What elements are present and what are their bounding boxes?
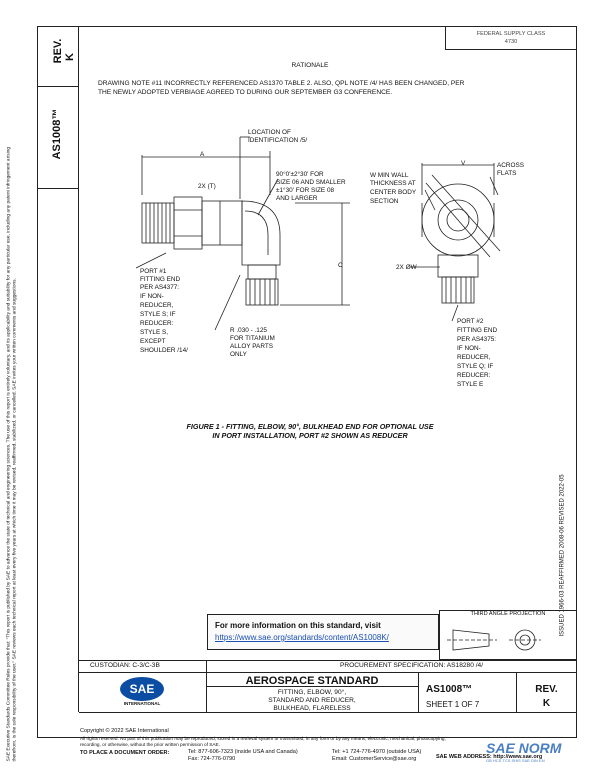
- footer-order-label: TO PLACE A DOCUMENT ORDER:: [80, 750, 170, 756]
- federal-supply-class-box: [445, 26, 577, 50]
- footer-tel-1: Tel: 877-606-7323 (inside USA and Canada…: [188, 749, 298, 755]
- sae-logo-letters: SAE: [130, 682, 155, 696]
- footer-tel-2: Tel: +1 724-776-4970 (outside USA): [332, 749, 422, 755]
- divider: [37, 188, 79, 189]
- port2-line-3: PER AS4375:: [457, 336, 497, 343]
- footer-rights-2: recording, or otherwise, without the pri…: [80, 742, 220, 747]
- port1-line-3: PER AS4377:: [140, 284, 180, 291]
- figure-caption-line-2: IN PORT INSTALLATION, PORT #2 SHOWN AS R…: [212, 431, 408, 440]
- fitting-drawing: [135, 136, 501, 331]
- port1-line-5: REDUCER,: [140, 302, 174, 309]
- divider: [516, 672, 517, 712]
- standard-link[interactable]: https://www.sae.org/standards/content/AS…: [215, 633, 389, 642]
- third-angle-projection-box: [439, 610, 577, 660]
- divider: [206, 672, 207, 712]
- wall-2: THICKNESS AT: [370, 180, 416, 187]
- rationale-line-2: THE NEWLY ADOPTED VERBIAGE AGREED TO DUR…: [98, 89, 393, 96]
- rationale-title: RATIONALE: [291, 62, 329, 69]
- port1-line-2: FITTING END: [140, 276, 181, 283]
- title-heading: AEROSPACE STANDARD: [245, 675, 379, 687]
- angle-4: AND LARGER: [276, 195, 318, 202]
- title-sheet: SHEET 1 OF 7: [426, 700, 480, 709]
- angle-2: SIZE 06 AND SMALLER: [276, 179, 346, 186]
- footer-fax: Fax: 724-776-0790: [188, 756, 236, 762]
- sae-logo: SAE INTERNATIONAL: [118, 676, 166, 710]
- sae-logo-sub: INTERNATIONAL: [123, 701, 161, 706]
- custodian: CUSTODIAN: C-3/C-3B: [90, 662, 160, 669]
- port2-line-7: REDUCER:: [457, 372, 491, 379]
- watermark-sub: GB HCS TCS SHIS SAE DIN EN: [486, 758, 545, 763]
- port2-line-5: REDUCER,: [457, 354, 491, 361]
- left-margin-notice: SAE Executive Standards Committee Rules …: [6, 146, 18, 762]
- angle-1: 90°0'±2°30' FOR: [276, 171, 324, 178]
- across-1: ACROSS: [497, 162, 524, 169]
- sae-norm-watermark: SAE NORM: [486, 740, 562, 756]
- divider: [418, 672, 419, 712]
- title-rev-value: K: [542, 698, 551, 709]
- divider: [79, 712, 577, 713]
- port2-line-8: STYLE E: [457, 381, 484, 388]
- across-2: FLATS: [497, 170, 517, 177]
- port1-line-8: STYLE S,: [140, 329, 169, 336]
- more-info-box: [207, 614, 439, 650]
- more-info-text: For more information on this standard, v…: [215, 621, 381, 630]
- footer-copyright: Copyright © 2022 SAE International: [80, 728, 169, 734]
- left-header-column: [37, 26, 79, 712]
- title-desc-1: FITTING, ELBOW, 90°,: [277, 689, 347, 696]
- figure-caption-line-1: FIGURE 1 - FITTING, ELBOW, 90°, BULKHEAD…: [186, 422, 434, 431]
- port1-line-10: SHOULDER /14/: [140, 347, 188, 354]
- page-frame: [37, 26, 577, 738]
- dim-c: C: [338, 262, 343, 269]
- port1-line-6: STYLE S; IF: [140, 311, 176, 318]
- footer-web[interactable]: SAE WEB ADDRESS: http://www.sae.org: [436, 754, 543, 760]
- radius-1: R .030 - .125: [230, 327, 267, 334]
- radius-4: ONLY: [230, 351, 247, 358]
- radius-3: ALLOY PARTS: [230, 343, 273, 350]
- loc-id-1: LOCATION OF: [248, 129, 291, 136]
- footer-rights: All rights reserved. No part of this pub…: [80, 736, 446, 741]
- wall-1: W MIN WALL: [370, 172, 409, 179]
- dim-a: A: [200, 151, 205, 158]
- rationale-line-1: DRAWING NOTE #11 INCORRECTLY REFERENCED …: [98, 80, 465, 87]
- divider: [79, 672, 577, 673]
- radius-2: FOR TITANIUM: [230, 335, 275, 342]
- port2-line-2: FITTING END: [457, 327, 498, 334]
- port1-line-9: EXCEPT: [140, 338, 166, 345]
- header-doc-number: AS1008™: [51, 108, 63, 160]
- title-desc-3: BULKHEAD, FLARELESS: [273, 705, 351, 712]
- procurement-spec: PROCUREMENT SPECIFICATION: AS18280 /4/: [340, 662, 484, 669]
- dim-2x-dw: 2X ØW: [396, 264, 417, 271]
- divider: [79, 660, 577, 661]
- divider: [206, 686, 418, 687]
- projection-symbol-icon: [447, 629, 541, 651]
- divider: [206, 660, 207, 672]
- header-rev-value: K: [64, 53, 76, 61]
- divider: [37, 86, 79, 87]
- port2-line-1: PORT #2: [457, 318, 484, 325]
- dim-v: V: [461, 160, 466, 167]
- port1-line-4: IF NON-: [140, 293, 164, 300]
- sae-logo-icon: SAE: [120, 677, 164, 701]
- angle-3: ±1°30' FOR SIZE 08: [276, 187, 335, 194]
- title-desc-2: STANDARD AND REDUCER,: [268, 697, 356, 704]
- third-angle-label: THIRD ANGLE PROJECTION: [470, 611, 546, 617]
- title-doc-number: AS1008™: [426, 684, 473, 695]
- fsc-line-2: 4730: [504, 39, 518, 45]
- footer-email: Email: CustomerService@sae.org: [332, 756, 417, 762]
- port1-line-7: REDUCER:: [140, 320, 174, 327]
- port2-line-6: STYLE Q; IF: [457, 363, 494, 370]
- header-rev-label: REV.: [52, 38, 64, 64]
- dim-2x-t: 2X (T): [198, 183, 216, 190]
- port2-line-4: IF NON-: [457, 345, 481, 352]
- wall-4: SECTION: [370, 198, 399, 205]
- wall-3: CENTER BODY: [370, 189, 417, 196]
- port1-line-1: PORT #1: [140, 268, 167, 275]
- loc-id-2: IDENTIFICATION /5/: [248, 137, 308, 144]
- title-rev-label: REV.: [535, 684, 558, 695]
- fsc-line-1: FEDERAL SUPPLY CLASS: [476, 31, 546, 37]
